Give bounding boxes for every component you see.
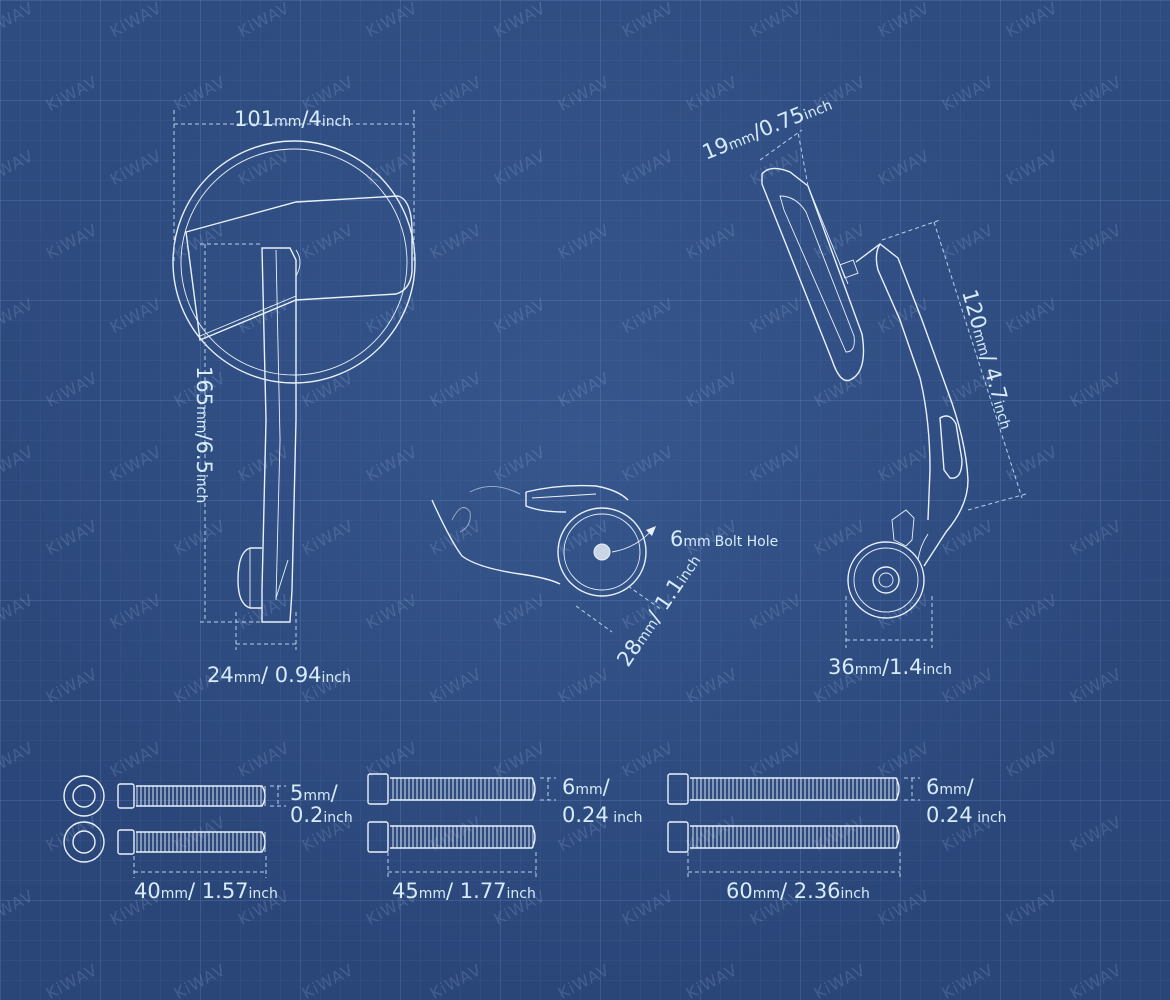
bar-clamp-detail [431, 484, 663, 633]
front-view-mirror [172, 140, 416, 623]
bolt-set-60mm [667, 773, 920, 878]
side-depth-dimension [759, 129, 809, 187]
bolt-45mm-bottom [367, 821, 536, 853]
side-height-label: 120mm/ 4.7inch [957, 287, 1020, 432]
bolt-set-45mm [367, 773, 556, 878]
bolt-60mm-length-label: 60mm/ 2.36inch [726, 879, 870, 903]
clamp-diameter-label: 28mm/ 1.1inch [612, 549, 705, 671]
side-base-dimension [845, 596, 933, 648]
bolt-40mm-bottom [117, 829, 266, 855]
front-base-dimension [235, 612, 297, 650]
side-view-mirror [761, 167, 969, 619]
side-base-label: 36mm/1.4inch [828, 655, 952, 679]
bolt-40mm-diameter-label: 5mm/ 0.2inch [290, 781, 353, 827]
bolt-45mm-length-label: 45mm/ 1.77inch [392, 879, 536, 903]
bolt-40mm-length-label: 40mm/ 1.57inch [134, 879, 278, 903]
front-base-label: 24mm/ 0.94inch [207, 663, 351, 687]
washer-bottom [63, 821, 105, 863]
front-width-dimension [173, 110, 415, 262]
side-depth-label: 19mm/0.75inch [699, 91, 835, 165]
bolt-60mm-bottom [667, 821, 900, 853]
front-height-dimension [200, 243, 262, 623]
side-height-dimension [881, 219, 1027, 511]
bolt-40mm-top [117, 783, 266, 809]
bolt-set-40mm [63, 775, 286, 878]
front-height-label: 165mm/6.5inch [192, 366, 216, 503]
washer-top [63, 775, 105, 817]
bolt-60mm-diameter-label: 6mm/ 0.24 inch [926, 775, 1007, 827]
bolt-45mm-diameter-label: 6mm/ 0.24 inch [562, 775, 643, 827]
bolt-60mm-top [667, 773, 900, 805]
front-width-label: 101mm/4inch [234, 107, 351, 131]
bolt-45mm-top [367, 773, 536, 805]
